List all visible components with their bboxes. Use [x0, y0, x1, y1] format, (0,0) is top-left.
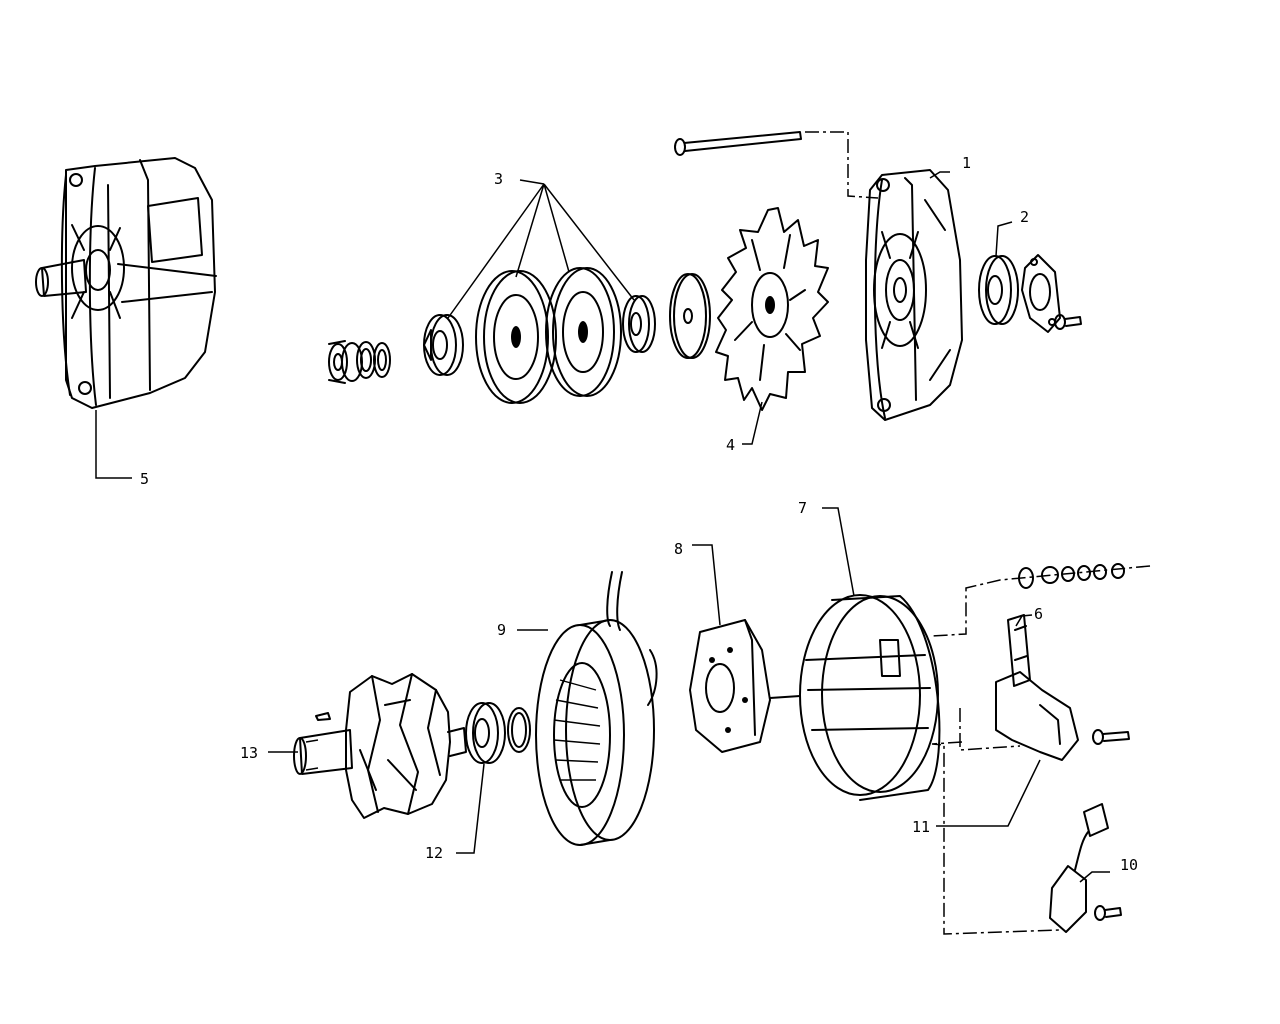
spacer-bush-front	[423, 314, 464, 376]
callout-1: 1	[962, 154, 971, 172]
slip-ring-bearing	[465, 702, 506, 764]
stator-housing	[799, 594, 941, 801]
capacitor-screw	[1094, 905, 1122, 921]
regulator-alignment-line	[959, 708, 1021, 751]
thrust-washer	[669, 273, 711, 359]
cover-plate-screw	[1054, 314, 1082, 330]
callout-8: 8	[674, 540, 683, 558]
pulley-half-front	[475, 270, 557, 404]
bolt-alignment-line	[805, 131, 879, 199]
callout-9: 9	[497, 621, 506, 639]
stator	[535, 571, 658, 846]
leader-lines	[95, 171, 1110, 883]
pulley-half-rear	[545, 267, 622, 397]
callout-4: 4	[726, 436, 735, 454]
callout-2: 2	[1020, 208, 1029, 226]
capacitor-alignment-line	[931, 741, 1061, 935]
callout-10: 10	[1120, 856, 1138, 874]
ball-bearing-drive-end	[978, 255, 1019, 325]
through-bolt	[674, 131, 802, 156]
callout-5: 5	[140, 470, 149, 488]
voltage-regulator	[995, 614, 1079, 761]
callout-3: 3	[494, 170, 503, 188]
circlip	[507, 707, 531, 753]
nut-and-washers	[328, 340, 391, 384]
rectifier-plate	[689, 619, 801, 753]
bearing-cover-plate	[1021, 254, 1061, 333]
rotor	[293, 673, 467, 819]
spacer-ring	[622, 295, 656, 353]
assembled-alternator	[35, 157, 217, 409]
terminal-alignment-line	[931, 565, 1151, 637]
drive-end-shield	[865, 169, 963, 421]
callout-7: 7	[798, 499, 807, 517]
suppression-capacitor	[1049, 803, 1109, 933]
callout-13: 13	[240, 744, 258, 762]
callout-6: 6	[1034, 605, 1043, 623]
fan	[715, 207, 829, 411]
callout-12: 12	[425, 844, 443, 862]
regulator-screw	[1092, 729, 1130, 745]
terminal-nuts-and-washers	[1018, 563, 1125, 589]
callout-11: 11	[912, 818, 930, 836]
